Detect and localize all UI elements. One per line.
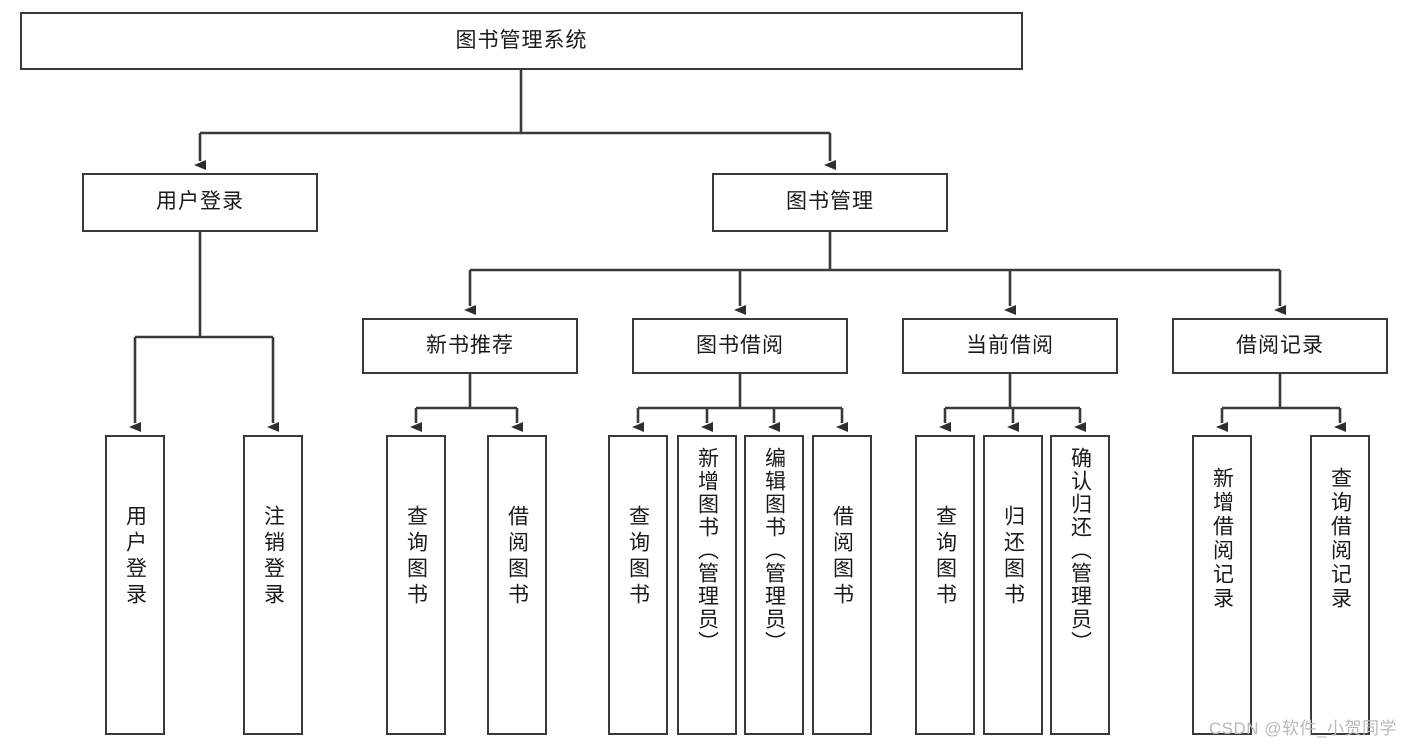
node-current-borrow[interactable]: 当前借阅 (902, 318, 1118, 374)
node-leaf-return-book-label: 归还图书 (1001, 505, 1025, 609)
node-leaf-borrow-book-b-label: 借阅图书 (830, 505, 854, 609)
node-leaf-add-book-label: 新增图书（管理员） (695, 447, 719, 654)
csdn-watermark: CSDN @软件_小贺同学 (1208, 719, 1397, 738)
node-leaf-query-book-b[interactable]: 查询图书 (608, 435, 668, 735)
node-leaf-logout-label: 注销登录 (261, 505, 285, 609)
node-leaf-borrow-book-b[interactable]: 借阅图书 (812, 435, 872, 735)
node-new-book-recommend-label: 新书推荐 (426, 333, 514, 357)
node-book-borrow-label: 图书借阅 (696, 333, 784, 357)
node-leaf-query-book-c-label: 查询图书 (933, 505, 957, 609)
node-book-management[interactable]: 图书管理 (712, 173, 948, 232)
node-leaf-add-record[interactable]: 新增借阅记录 (1192, 435, 1252, 735)
node-leaf-query-record-label: 查询借阅记录 (1328, 467, 1352, 611)
node-borrow-record-label: 借阅记录 (1236, 333, 1324, 357)
node-leaf-borrow-book-a-label: 借阅图书 (505, 505, 529, 609)
node-leaf-query-book-b-label: 查询图书 (626, 505, 650, 609)
node-leaf-add-record-label: 新增借阅记录 (1210, 467, 1234, 611)
node-book-management-label: 图书管理 (786, 190, 874, 214)
node-new-book-recommend[interactable]: 新书推荐 (362, 318, 578, 374)
node-leaf-user-login[interactable]: 用户登录 (105, 435, 165, 735)
node-leaf-edit-book-label: 编辑图书（管理员） (762, 447, 786, 654)
node-leaf-logout[interactable]: 注销登录 (243, 435, 303, 735)
node-root[interactable]: 图书管理系统 (20, 12, 1023, 70)
node-leaf-query-book-a-label: 查询图书 (404, 505, 428, 609)
node-leaf-query-book-a[interactable]: 查询图书 (386, 435, 446, 735)
node-current-borrow-label: 当前借阅 (966, 333, 1054, 357)
node-leaf-borrow-book-a[interactable]: 借阅图书 (487, 435, 547, 735)
node-leaf-query-book-c[interactable]: 查询图书 (915, 435, 975, 735)
node-leaf-confirm-return-label: 确认归还（管理员） (1068, 447, 1092, 654)
node-leaf-confirm-return[interactable]: 确认归还（管理员） (1050, 435, 1110, 735)
node-root-label: 图书管理系统 (455, 28, 588, 52)
node-user-login-label: 用户登录 (156, 190, 244, 214)
node-leaf-query-record[interactable]: 查询借阅记录 (1310, 435, 1370, 735)
node-borrow-record[interactable]: 借阅记录 (1172, 318, 1388, 374)
node-leaf-edit-book[interactable]: 编辑图书（管理员） (744, 435, 804, 735)
node-leaf-user-login-label: 用户登录 (123, 505, 147, 609)
node-book-borrow[interactable]: 图书借阅 (632, 318, 848, 374)
node-leaf-add-book[interactable]: 新增图书（管理员） (677, 435, 737, 735)
node-user-login[interactable]: 用户登录 (82, 173, 318, 232)
node-leaf-return-book[interactable]: 归还图书 (983, 435, 1043, 735)
